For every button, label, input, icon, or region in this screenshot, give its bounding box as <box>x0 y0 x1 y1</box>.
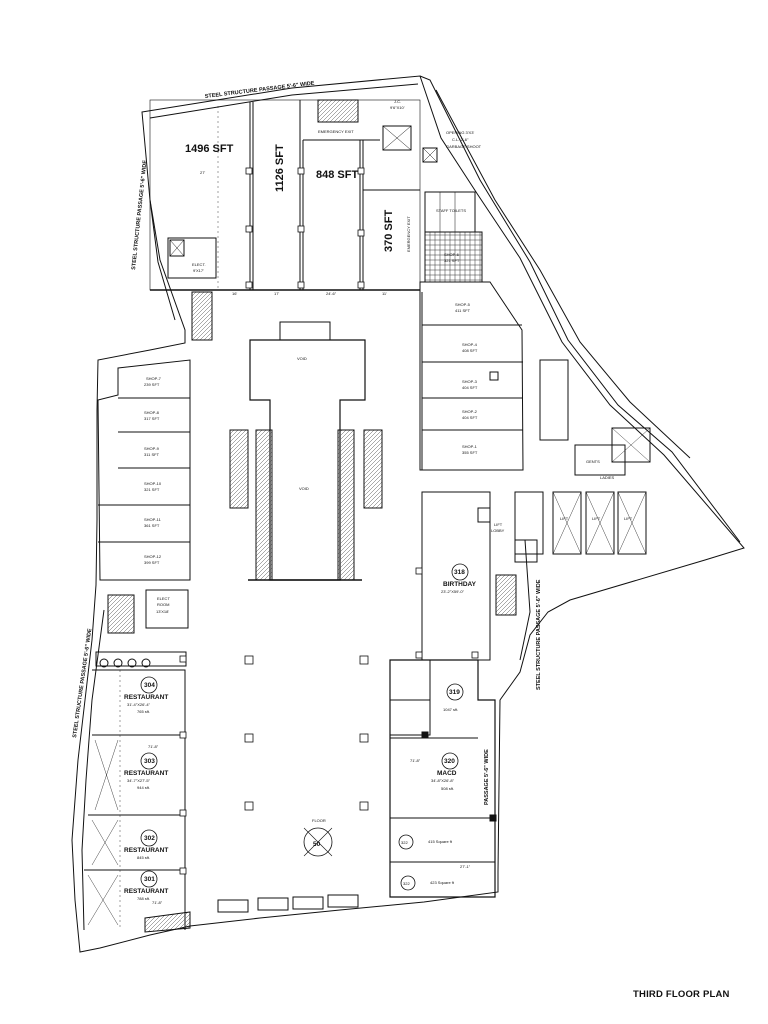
emergency-exit: EMERGENCY EXIT <box>318 129 354 134</box>
restaurant-304-number: 304 <box>144 682 155 689</box>
restaurant-302-number: 302 <box>144 835 155 842</box>
shop-10-area: 321 SFT <box>144 487 160 492</box>
shop-5-name: SHOP-5 <box>455 302 471 307</box>
unit-322b-number: 322 <box>403 881 410 886</box>
unit-318-dimension: 23'-2"X59'-0" <box>441 589 465 594</box>
unit-320-area: 508 sft. <box>441 786 454 791</box>
top-passage-label: STEEL STRUCTURE PASSAGE 5'-6" WIDE <box>205 81 316 100</box>
shop-8-name: SHOP-8 <box>144 410 160 415</box>
unit-320-dimension: 34'-8"X26'-8" <box>431 778 455 783</box>
garbage-shoot: GARBAGE SHOOT <box>446 144 482 149</box>
elect-dimension: 9'X17' <box>193 268 204 273</box>
shop-11-name: SHOP-11 <box>144 517 162 522</box>
unit-319-number: 319 <box>449 689 460 696</box>
unit-320-number: 320 <box>444 758 455 765</box>
unit-322a-area: 415 Square ft <box>428 839 453 844</box>
restaurant-304-dimension: 31'-4"X26'-4" <box>127 702 151 707</box>
void-label-top: VOID <box>297 356 307 361</box>
unit-318-number: 318 <box>454 569 465 576</box>
drawing-title: THIRD FLOOR PLAN <box>633 989 730 1000</box>
dim-16: 16' <box>232 291 237 296</box>
lift-label-1: LIFT <box>560 516 569 521</box>
shop-11-area: 361 SFT <box>144 523 160 528</box>
elect-room-label-2: ROOM <box>157 602 169 607</box>
shop-4-name: SHOP-4 <box>462 342 478 347</box>
shop-7-area: 239 SFT <box>144 382 160 387</box>
restaurant-303-name: RESTAURANT <box>124 770 168 777</box>
right-passage-label: STEEL STRUCTURE PASSAGE 5'-6" WIDE <box>536 579 542 690</box>
right-passage-label-lower: PASSAGE 5'-6" WIDE <box>484 749 490 805</box>
opening-label: OPENING 3'X3' <box>446 130 474 135</box>
restaurant-301-name: RESTAURANT <box>124 888 168 895</box>
jc-dimension: 9'6"X10' <box>390 105 405 110</box>
shop-3-area: 404 SFT <box>462 385 478 390</box>
restaurant-302-name: RESTAURANT <box>124 847 168 854</box>
shop-2-name: SHOP-2 <box>462 409 478 414</box>
shop-8-area: 317 SFT <box>144 416 160 421</box>
shop-1-area: 355 SFT <box>462 450 478 455</box>
unit-370: 370 SFT <box>383 210 395 252</box>
shop-12-area: 399 SFT <box>144 560 160 565</box>
lift-lobby-label-2: LOBBY <box>491 528 505 533</box>
dimension-27-1: 27'-1" <box>460 864 471 869</box>
shop-2-area: 404 SFT <box>462 415 478 420</box>
dim-27: 27' <box>200 170 205 175</box>
outer-wall <box>71 75 745 953</box>
unit-1496: 1496 SFT <box>185 143 234 155</box>
elect-label: ELECT. <box>192 262 206 267</box>
restaurant-302-area: 845 sft. <box>137 855 150 860</box>
dimension-71-8-b: 71'-8" <box>152 900 163 905</box>
dim-11: 11' <box>382 291 387 296</box>
shop-10-name: SHOP-10 <box>144 481 162 486</box>
restaurant-301-number: 301 <box>144 876 155 883</box>
restaurant-304-area: 765 sft. <box>137 709 150 714</box>
void-label-center: VOID <box>299 486 309 491</box>
emergency-exit-vertical: EMERGENCY EXIT <box>406 216 411 252</box>
unit-319-area: 1047 sft. <box>443 707 458 712</box>
shop-3-name: SHOP-3 <box>462 379 478 384</box>
dimension-71-8-c: 71'-8" <box>410 758 421 763</box>
ladies-label: LADIES <box>600 475 615 480</box>
restaurant-303-dimension: 34'-7"X27'-5" <box>127 778 151 783</box>
center-marker: 50 <box>313 841 321 848</box>
restaurant-304-name: RESTAURANT <box>124 694 168 701</box>
unit-848: 848 SFT <box>316 169 358 181</box>
elect-room-dimension: 13'X18' <box>156 609 169 614</box>
cl-label: C.L. 2'-6" <box>452 137 469 142</box>
unit-320-name: MACD <box>437 770 457 777</box>
gents-label: GENTS <box>586 459 600 464</box>
lift-label-3: LIFT <box>624 516 633 521</box>
dim-24-6: 24'-6" <box>326 291 337 296</box>
unit-1126: 1126 SFT <box>274 144 286 192</box>
shop-12-name: SHOP-12 <box>144 554 162 559</box>
floor-label: FLOOR <box>312 818 326 823</box>
lift-lobby-label: LIFT <box>494 522 503 527</box>
unit-322a-number: 322 <box>401 840 408 845</box>
unit-318-name: BIRTHDAY <box>443 581 477 588</box>
elect-room-label: ELECT <box>157 596 170 601</box>
dimension-71-8-a: 71'-8" <box>148 744 159 749</box>
shop-9-name: SHOP-9 <box>144 446 160 451</box>
restaurant-303-number: 303 <box>144 758 155 765</box>
unit-322b-area: 423 Square ft <box>430 880 455 885</box>
shop-1-name: SHOP-1 <box>462 444 478 449</box>
restaurant-303-area: 944 sft. <box>137 785 150 790</box>
shop-6-area: 321 SFT <box>444 258 460 263</box>
shop-9-area: 311 SFT <box>144 452 160 457</box>
shop-5-area: 411 SFT <box>455 308 471 313</box>
dim-17: 17' <box>274 291 279 296</box>
jc-label: J.C. <box>394 99 401 104</box>
shop-6-name: SHOP-6 <box>444 252 460 257</box>
left-passage-label-upper: STEEL STRUCTURE PASSAGE 5'-6" WIDE <box>131 159 149 270</box>
shop-4-area: 408 SFT <box>462 348 478 353</box>
staff-toilets: STAFF TOILETS <box>436 208 466 213</box>
restaurant-301-area: 788 sft. <box>137 896 150 901</box>
shop-7-name: SHOP-7 <box>146 376 162 381</box>
lift-label-2: LIFT <box>592 516 601 521</box>
